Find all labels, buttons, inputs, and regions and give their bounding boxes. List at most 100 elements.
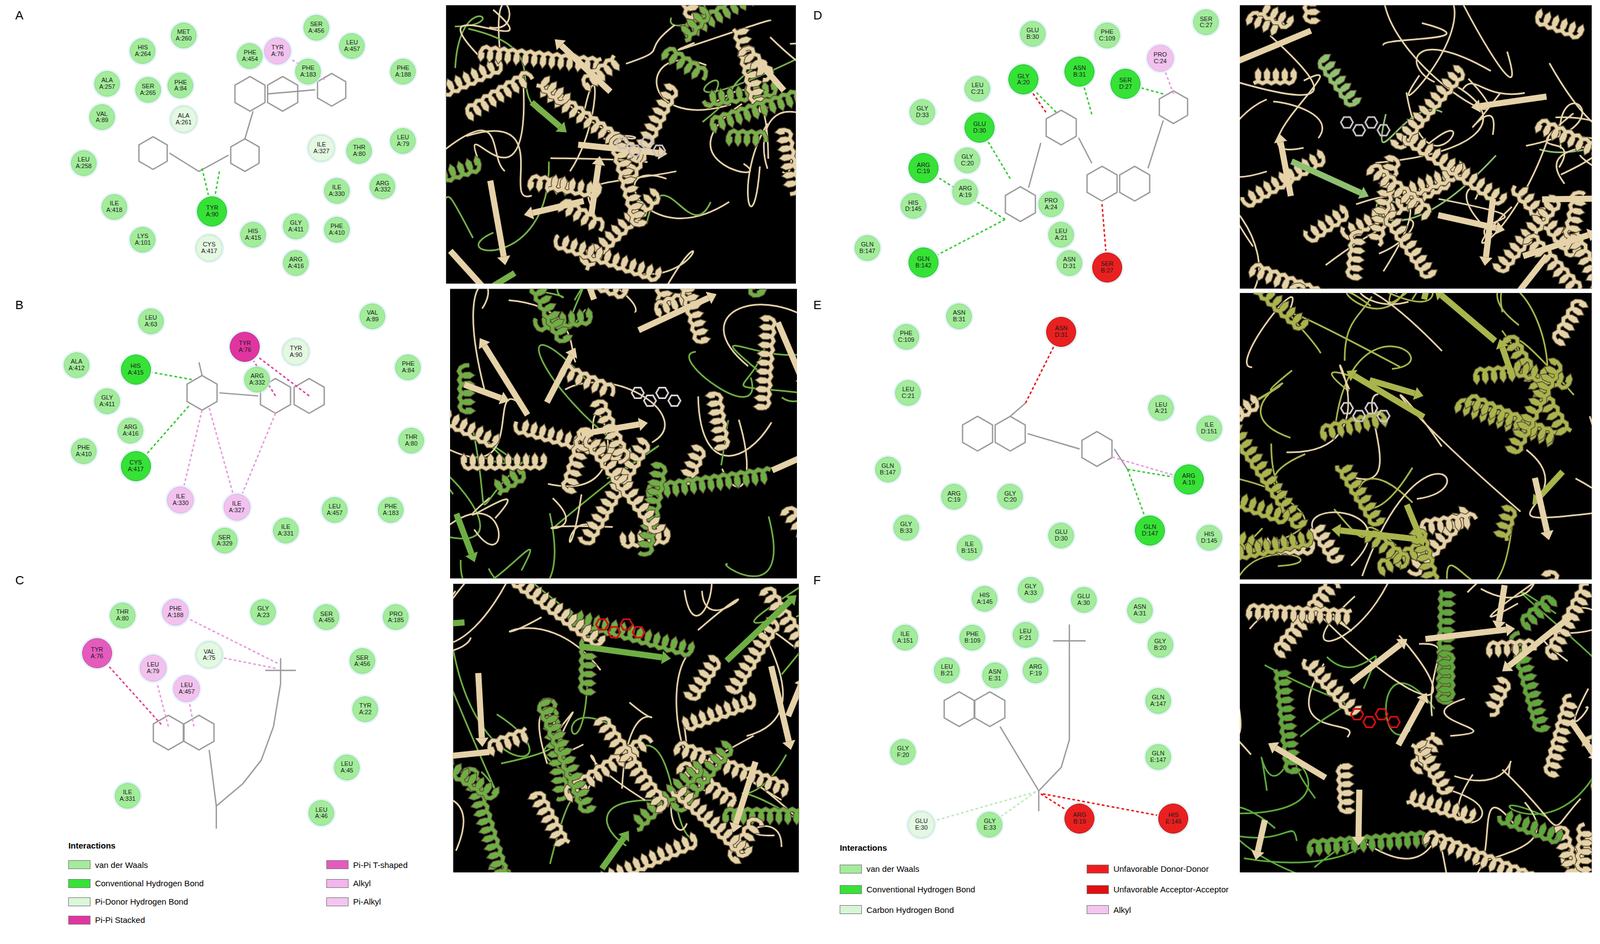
residue-label: ASN A:31 [1130, 603, 1150, 618]
residue-circle: GLN B:147 [875, 456, 901, 483]
residue-label: ILE A:330 [327, 184, 347, 198]
residue-label: GLY C:20 [957, 153, 977, 168]
residue-label: GLY A:23 [253, 605, 273, 619]
loop-ribbon [1273, 101, 1323, 139]
helix-outline [1553, 301, 1586, 345]
image-background [445, 4, 796, 284]
helix-ribbon [467, 72, 533, 119]
sheet-strand [478, 673, 482, 739]
residue-circle: GLY A:411 [94, 388, 120, 415]
residue-label: VAL A:89 [362, 309, 382, 323]
residue-label: HIS A:145 [975, 592, 994, 606]
helix-ribbon [1411, 742, 1452, 794]
helix-ribbon [1303, 659, 1360, 715]
sheet-arrowhead [1494, 221, 1505, 235]
residue-circle: ILE B:151 [956, 534, 983, 561]
residue-circle: CYS A:417 [120, 451, 151, 482]
helix-outline [1290, 284, 1357, 289]
residue-circle: PHE A:410 [71, 438, 97, 464]
helix-outline [452, 725, 498, 799]
sheet-strand [578, 645, 662, 658]
helix-ribbon [1488, 678, 1509, 715]
sheet-strand [726, 601, 790, 661]
ligand-bond [199, 362, 203, 376]
helix-ribbon [538, 700, 594, 812]
residue-label: SER A:265 [138, 83, 158, 97]
ligand-bond [1000, 653, 1070, 791]
helix-ribbon [1404, 135, 1506, 204]
residue-label: ILE A:418 [104, 200, 124, 214]
legend-heading: Interactions [68, 840, 116, 851]
helix-ribbon [1441, 652, 1454, 700]
interaction-line [146, 406, 189, 454]
residue-circle: ARG A:332 [369, 173, 396, 200]
residue-circle: GLN B:147 [854, 235, 881, 261]
residue-circle: THR A:80 [109, 602, 136, 629]
residue-circle: LEU A:45 [334, 754, 360, 781]
residue-circle: PHE A:188 [162, 598, 189, 626]
ligand-sticks [1377, 410, 1390, 422]
panel-letter: C [15, 573, 25, 588]
residue-circle: LEU A:63 [138, 308, 164, 335]
interaction-line [1112, 457, 1173, 476]
helix-outline [505, 583, 604, 646]
residue-circle: PHE A:183 [295, 58, 321, 85]
sheet-strand [1510, 255, 1547, 289]
residue-circle: HIS A:264 [129, 38, 156, 64]
helix-outline [445, 159, 479, 187]
helix-ribbon [531, 288, 570, 341]
helix-outline [1536, 120, 1592, 179]
sheet-arrowhead [638, 417, 649, 432]
helix-outline [685, 657, 719, 700]
residue-label: TYR A:22 [355, 702, 375, 716]
loop-ribbon [455, 16, 483, 69]
ligand-bond [1028, 142, 1041, 188]
loop-ribbon [781, 371, 797, 402]
residue-circle: PRO C:24 [1147, 44, 1174, 72]
residue-circle: HIS D:145 [1196, 525, 1223, 551]
residue-circle: ASN D:31 [1046, 316, 1077, 347]
residue-circle: PHE A:410 [324, 216, 350, 243]
interaction-line [1032, 93, 1046, 113]
panel-letter: D [813, 8, 822, 23]
sheet-strand [452, 622, 465, 628]
residue-label: PHE B:109 [962, 631, 982, 645]
sheet-arrowhead [1251, 849, 1265, 860]
sheet-strand [484, 345, 528, 416]
residue-circle: PHE A:454 [236, 43, 263, 69]
helix-ribbon [1239, 532, 1312, 560]
residue-circle: MET A:260 [170, 22, 197, 49]
residue-circle: HIS A:415 [120, 354, 151, 385]
legend-text: Unfavorable Donor-Donor [1113, 864, 1209, 874]
residue-label: GLU B:30 [1023, 27, 1043, 41]
helix-outline [725, 288, 764, 296]
residue-label: ILE A:331 [118, 789, 138, 803]
legend-row: Conventional Hydrogen Bond [839, 884, 976, 895]
residue-label: SER C:27 [1196, 16, 1216, 30]
residue-label: GLN B:147 [857, 241, 877, 255]
helix-outline [1318, 56, 1359, 106]
protein-ribbon-image [452, 583, 799, 873]
residue-circle: SER A:456 [303, 14, 330, 41]
sheet-strand [1358, 789, 1360, 837]
residue-label: LEU A:21 [1051, 228, 1071, 242]
helix-outline [1303, 659, 1360, 715]
helix-outline [1308, 832, 1427, 854]
interaction-line [1141, 88, 1164, 95]
helix-outline [1577, 824, 1591, 872]
helix-ribbon [1239, 397, 1258, 475]
residue-label: ALA A:261 [174, 112, 194, 126]
residue-circle: HIS E:145 [1158, 803, 1189, 834]
sheet-strand [581, 424, 640, 435]
ligand-bond [1053, 639, 1087, 641]
loop-ribbon [1344, 296, 1372, 361]
ligand-bond [1037, 790, 1039, 812]
sheet-strand [1498, 584, 1505, 622]
ligand-sticks [1363, 717, 1376, 728]
residue-circle: PRO A:185 [382, 604, 409, 630]
legend-swatch [839, 864, 862, 874]
legend-row: Alkyl [1086, 905, 1132, 915]
legend-text: Alkyl [352, 878, 371, 888]
helix-ribbon [783, 508, 797, 579]
residue-circle: GLY E:33 [976, 811, 1003, 838]
